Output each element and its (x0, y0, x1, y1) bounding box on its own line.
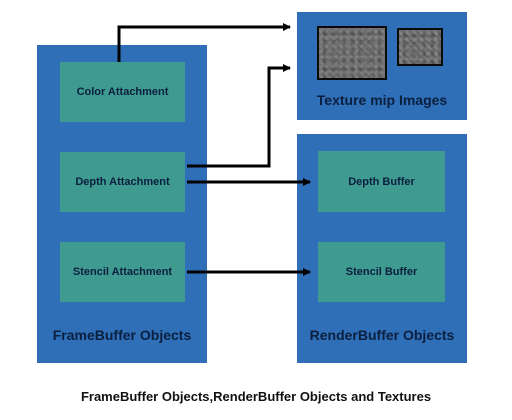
diagram-caption: FrameBuffer Objects,RenderBuffer Objects… (80, 389, 432, 404)
texture-mip-images-panel: Texture mip Images (297, 12, 467, 120)
texture-image-small (397, 28, 443, 66)
stencil-attachment-box: Stencil Attachment (60, 242, 185, 302)
texture-image-large (317, 26, 387, 80)
framebuffer-objects-panel: Color Attachment Depth Attachment Stenci… (37, 45, 207, 363)
depth-attachment-label: Depth Attachment (75, 176, 170, 188)
depth-buffer-box: Depth Buffer (318, 151, 445, 212)
stencil-buffer-box: Stencil Buffer (318, 242, 445, 302)
color-attachment-box: Color Attachment (60, 62, 185, 122)
stencil-attachment-label: Stencil Attachment (72, 266, 173, 278)
stencil-buffer-label: Stencil Buffer (345, 266, 418, 278)
depth-attachment-box: Depth Attachment (60, 152, 185, 212)
arrow-depth-to-texture (187, 64, 291, 168)
renderbuffer-objects-panel: Depth Buffer Stencil Buffer RenderBuffer… (297, 134, 467, 363)
depth-buffer-label: Depth Buffer (348, 175, 415, 188)
arrow-color-to-texture (117, 23, 291, 62)
framebuffer-objects-title: FrameBuffer Objects (52, 327, 192, 343)
renderbuffer-objects-title: RenderBuffer Objects (309, 327, 455, 343)
texture-mip-images-title: Texture mip Images (316, 92, 448, 108)
color-attachment-label: Color Attachment (76, 86, 169, 98)
